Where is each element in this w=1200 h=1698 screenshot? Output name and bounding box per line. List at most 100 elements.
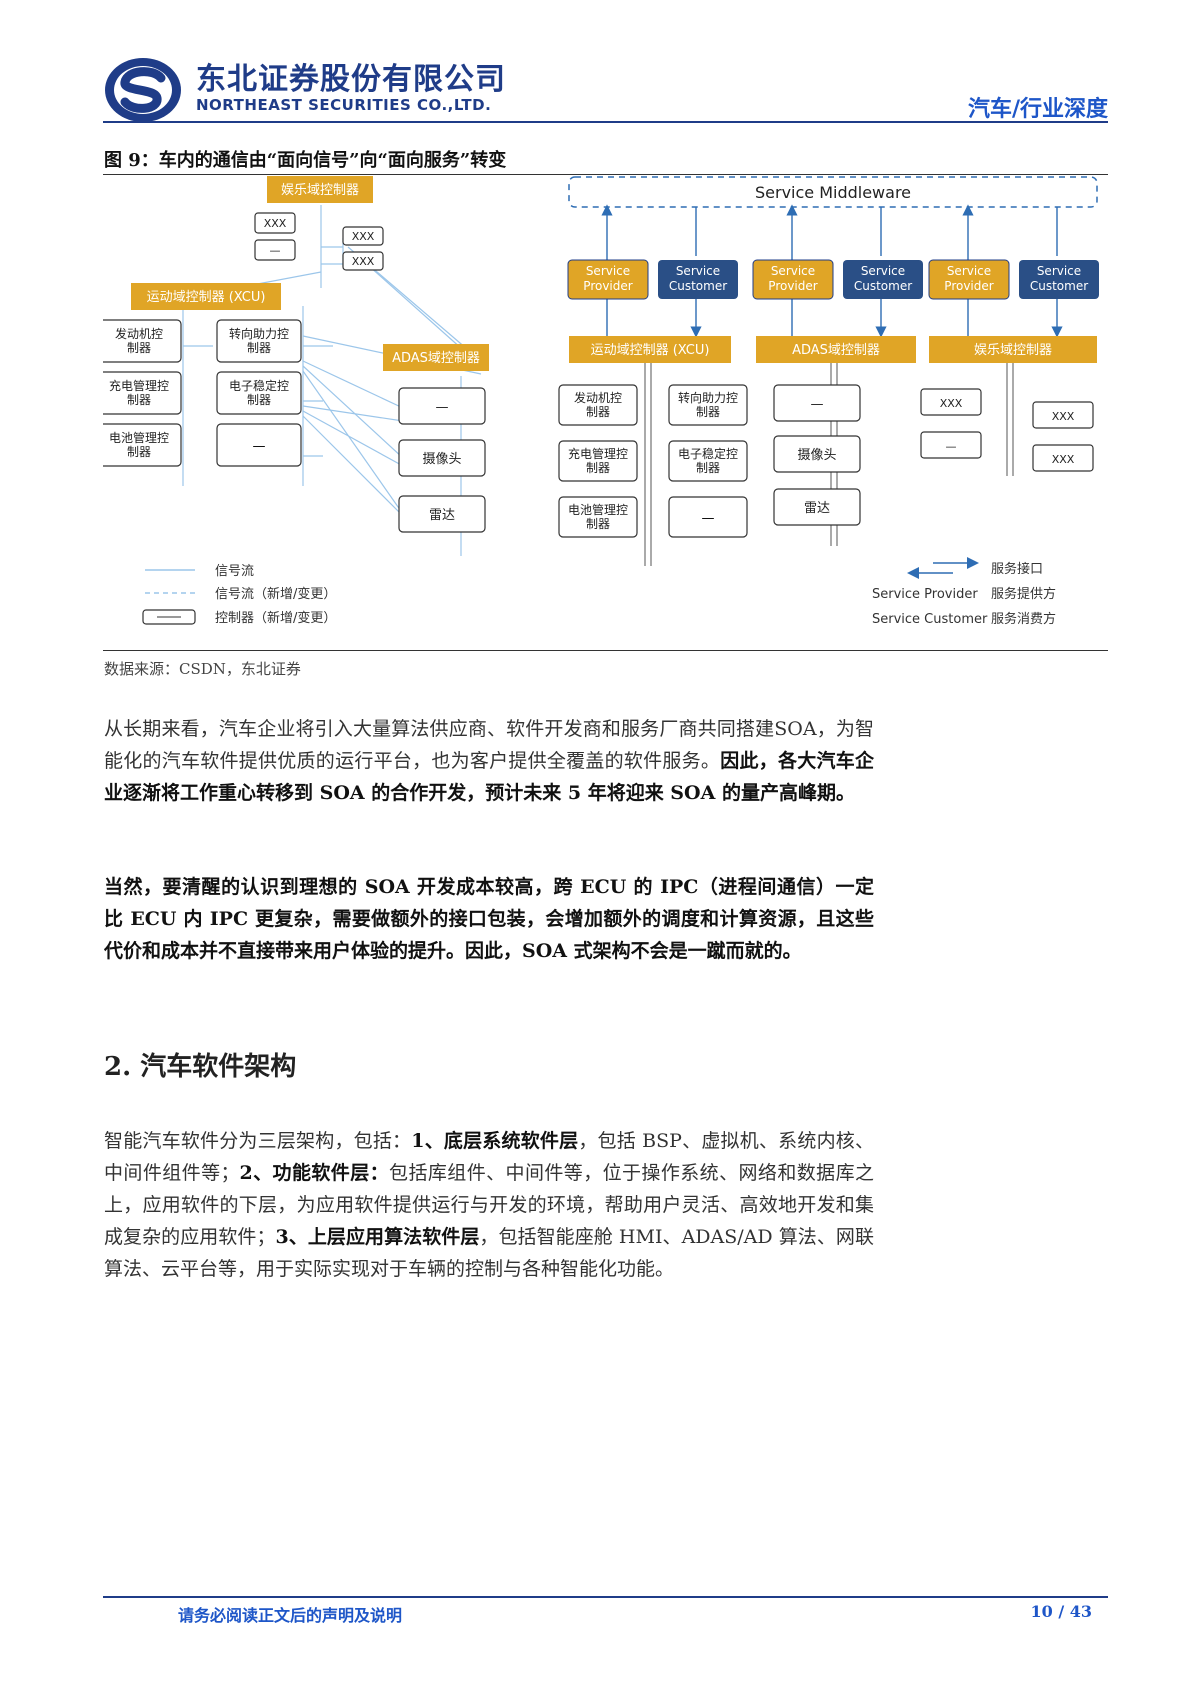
header-rule <box>103 121 1108 123</box>
soa-diagram: 娱乐域控制器 运动域控制器 (XCU) ADAS域控制器 XXX — XXX X… <box>103 176 1099 627</box>
left-dash-box <box>254 239 296 261</box>
left-radar-box <box>398 495 486 533</box>
p3-text: ，包括 BSP、虚拟机、系统内核、中间件组件等； <box>104 1130 874 1184</box>
right-engine-label: 发动机控制器 <box>573 391 622 419</box>
legend-customer-cn: 服务消费方 <box>991 611 1056 627</box>
p2-bold: 当然，要清醒的认识到理想的 SOA 开发成本较高，跨 ECU 的 IPC（进程间… <box>104 876 874 962</box>
left-steering-label: 转向助力控制器 <box>228 327 289 355</box>
right-battery-box <box>558 496 638 538</box>
left-engine-label: 发动机控制器 <box>114 327 163 355</box>
left-xxx-box <box>254 212 296 234</box>
paragraph-software-layers: 智能汽车软件分为三层架构，包括：1、底层系统软件层，包括 BSP、虚拟机、系统内… <box>104 1125 874 1285</box>
left-radar-label: 雷达 <box>429 508 455 523</box>
p3-bold: 3、上层应用算法软件层 <box>275 1226 480 1248</box>
figure-top-rule <box>103 174 1108 175</box>
footer-disclaimer-link[interactable]: 请务必阅读正文后的声明及说明 <box>178 1606 403 1625</box>
legend-ctrl-new: 控制器（新增/变更） <box>215 610 336 626</box>
right-radar-label: 雷达 <box>804 501 830 516</box>
service-provider-label: Service Provider <box>768 264 818 293</box>
p3-text: 智能汽车软件分为三层架构，包括： <box>104 1130 412 1152</box>
left-dash-box <box>398 387 486 425</box>
service-customer-label: Service Customer <box>853 264 913 293</box>
right-adas-domain-controller <box>756 336 916 363</box>
right-dash-box <box>773 384 861 422</box>
left-esc-box <box>216 371 302 415</box>
left-esc-label: 电子稳定控制器 <box>228 379 289 407</box>
right-engine-box <box>558 384 638 426</box>
right-ent-domain-controller <box>929 336 1097 363</box>
right-battery-label: 电池管理控制器 <box>567 503 628 531</box>
paragraph-soa-outlook: 从长期来看，汽车企业将引入大量算法供应商、软件开发商和服务厂商共同搭建SOA，为… <box>104 713 874 809</box>
left-xcu-domain-controller: 运动域控制器 (XCU) <box>131 283 281 310</box>
left-adas-domain-controller: ADAS域控制器 <box>383 344 489 371</box>
right-radar-box <box>773 488 861 526</box>
p3-text: 包括库组件、中间件等，位于操作系统、网络和数据库之上，应用软件的下层，为应用软件… <box>104 1162 874 1248</box>
right-steering-box <box>668 384 748 426</box>
footer-rule <box>103 1596 1108 1598</box>
right-xcu-domain-controller <box>569 336 731 363</box>
right-adas-label: ADAS域控制器 <box>792 343 880 358</box>
left-legend: 信号流 信号流（新增/变更） 控制器（新增/变更） <box>142 564 336 626</box>
left-camera-label: 摄像头 <box>422 452 461 467</box>
svg-text:运动域控制器 (XCU): 运动域控制器 (XCU) <box>147 290 266 305</box>
right-xxx-box <box>920 388 982 416</box>
section-heading: 2. 汽车软件架构 <box>104 1052 297 1082</box>
figure-bottom-rule <box>103 650 1108 651</box>
right-dash-label: — <box>946 440 957 453</box>
right-charge-box <box>558 440 638 482</box>
right-camera-label: 摄像头 <box>797 448 836 463</box>
left-steering-box <box>216 319 302 363</box>
figure-source: 数据来源：CSDN，东北证券 <box>104 660 301 678</box>
service-middleware: Service Middleware <box>568 176 1098 208</box>
right-esc-label: 电子稳定控制器 <box>677 447 738 475</box>
right-dash-box <box>920 431 982 459</box>
right-charge-label: 充电管理控制器 <box>567 447 628 475</box>
right-camera-box <box>773 435 861 473</box>
right-xxx-box <box>1032 444 1094 472</box>
left-camera-box <box>398 439 486 477</box>
paragraph-soa-cost: 当然，要清醒的认识到理想的 SOA 开发成本较高，跨 ECU 的 IPC（进程间… <box>104 871 874 967</box>
left-dash-label: — <box>253 439 266 454</box>
svg-text:娱乐域控制器: 娱乐域控制器 <box>281 183 359 198</box>
left-xxx-box <box>342 226 384 246</box>
service-provider-label: Service Provider <box>583 264 633 293</box>
left-battery-label: 电池管理控制器 <box>108 431 169 459</box>
legend-signal: 信号流 <box>215 564 254 579</box>
left-xxx-label: XXX <box>352 230 375 243</box>
legend-signal-new: 信号流（新增/变更） <box>215 586 336 602</box>
right-xxx-label: XXX <box>1052 453 1075 466</box>
page-number: 10 / 43 <box>1030 1602 1092 1621</box>
left-xxx-box <box>342 251 384 271</box>
left-engine-box <box>103 319 182 363</box>
right-xxx-label: XXX <box>1052 410 1075 423</box>
service-boxes <box>567 259 1099 300</box>
p1-bold: 因此，各大汽车企业逐渐将工作重心转移到 SOA 的合作开发，预计未来 5 年将迎… <box>104 750 874 804</box>
left-dash-label: — <box>270 244 281 257</box>
company-logo <box>105 58 181 122</box>
svg-text:Service Middleware: Service Middleware <box>755 183 911 202</box>
legend-provider: Service Provider <box>872 587 978 602</box>
right-dash-label: — <box>702 511 715 526</box>
right-dash-label: — <box>811 397 824 412</box>
right-xcu-label: 运动域控制器 (XCU) <box>591 343 710 358</box>
p3-bold: 2、功能软件层： <box>239 1162 390 1184</box>
left-battery-box <box>103 423 182 467</box>
p1-normal: 从长期来看，汽车企业将引入大量算法供应商、软件开发商和服务厂商共同搭建SOA，为… <box>104 718 874 772</box>
company-name-cn: 东北证券股份有限公司 <box>196 62 506 97</box>
right-xxx-label: XXX <box>940 397 963 410</box>
service-arrows <box>601 204 1063 338</box>
figure-title: 图 9：车内的通信由“面向信号”向“面向服务”转变 <box>104 150 507 171</box>
right-legend: 服务接口 Service Provider 服务提供方 Service Cust… <box>872 557 1056 627</box>
section-tag: 汽车/行业深度 <box>967 97 1108 122</box>
legend-customer: Service Customer <box>872 612 988 627</box>
right-esc-box <box>668 440 748 482</box>
left-dash-label: — <box>436 400 449 415</box>
left-ent-domain-controller: 娱乐域控制器 <box>267 176 373 203</box>
right-xxx-box <box>1032 401 1094 429</box>
right-ent-label: 娱乐域控制器 <box>974 343 1052 358</box>
left-xxx-label: XXX <box>264 217 287 230</box>
svg-text:ADAS域控制器: ADAS域控制器 <box>392 351 480 366</box>
left-charge-label: 充电管理控制器 <box>108 379 169 407</box>
p3-text: ，包括智能座舱 HMI、ADAS/AD 算法、网联算法、云平台等，用于实际实现对… <box>104 1226 874 1280</box>
right-steering-label: 转向助力控制器 <box>677 391 738 419</box>
